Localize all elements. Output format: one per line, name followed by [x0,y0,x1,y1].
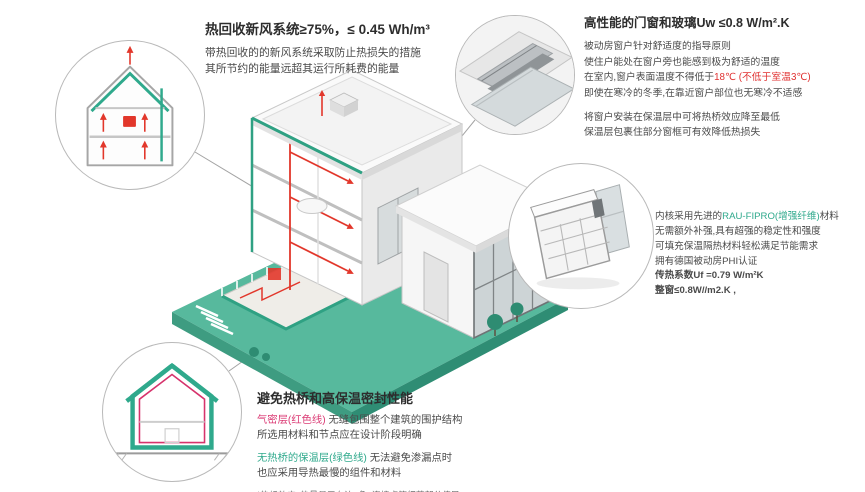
windows-body-line: 在室内,窗户表面温度不得低于18℃ (不低于室温3℃) [584,70,860,86]
thermal-body-line: 气密层(红色线) 无缝包围整个建筑的围护结构 [257,413,569,428]
entry-door [423,251,449,323]
windows-body-line: 被动房窗户针对舒适度的指导原则 [584,41,731,52]
windows-body-line: 使住户能处在窗户旁也能感到极为舒适的温度 [584,56,780,68]
profile-body-line: 无需额外补强,具有超强的稳定性和强度 [655,225,821,237]
windows-paragraph-1: 被动房窗户针对舒适度的指导原则 使住户能处在窗户旁也能感到极为舒适的温度 在室内… [584,39,860,102]
windows-paragraph-2: 将窗户安装在保温层中可将热桥效应降至最低 保温层包裹住部分窗框可有效降低热损失 [584,110,860,141]
ventilation-body-line: 其所节约的能量远超其运行所耗费的能量 [205,63,400,76]
main-house-volume [250,69,464,306]
trees [249,302,524,361]
windows-title: 高性能的门窗和玻璃Uw ≤0.8 W/m².K [584,16,790,30]
temperature-text: 在室内,窗户表面温度不得低于 [584,72,715,84]
airtight-paragraph: 气密层(红色线) 无缝包围整个建筑的围护结构 所选用材料和节点应在设计阶段明确 [257,413,569,444]
frame-profile-illustration [530,184,630,290]
insulation-paragraph: 无热桥的保温层(绿色线) 无法避免渗漏点时 也应采用导热最慢的组件和材料 [257,451,569,482]
window-corner-illustration [456,16,574,134]
profile-body-line: 内核采用先进的RAU-FIPRO(增强纤维)材料 [655,210,863,225]
material-name-highlight: RAU-FIPRO(增强纤维) [722,211,820,222]
thermal-section: 避免热桥和高保温密封性能 气密层(红色线) 无缝包围整个建筑的围护结构 所选用材… [257,388,569,492]
profile-body-line: 拥有德国被动房PHI认证 [655,255,758,267]
u-value-frame-stat: 传热系数Uf =0.79 W/m²K [655,270,764,282]
thermal-text: 无法避免渗漏点时 [366,452,453,464]
ventilation-detail-circle [55,40,205,190]
insulation-cut-line [251,116,363,175]
thermal-body-line: 也应采用导热最慢的组件和材料 [257,468,402,480]
insulation-layer-highlight: 无热桥的保温层(绿色线) [257,452,367,464]
profile-text: 内核采用先进的 [655,211,723,222]
window-corner-detail-circle [455,15,575,135]
thermal-text: 无缝包围整个建筑的围护结构 [325,415,463,426]
heat-recovery-unit [268,268,281,280]
airtight-line [138,373,206,444]
temperature-highlight: 18℃ (不低于室温3℃) [714,72,811,84]
exterior-stairs [195,304,234,336]
bathtub [296,198,328,214]
windows-body-line: 保温层包裹住部分窗框可有效降低热损失 [584,127,761,139]
windows-body-line: 即使在寒冷的冬季,在靠近窗户部位也无寒冷不适感 [584,88,803,100]
thermal-envelope-detail-circle [102,342,242,482]
u-value-window-stat: 整窗≤0.8W//m2.K , [655,285,736,297]
thermal-bridge-footnote: *热桥效应: 热量易于在边, 角, 连接点等细节部分传导 [257,489,569,492]
frame-profile-section: 内核采用先进的RAU-FIPRO(增强纤维)材料 无需额外补强,具有超强的稳定性… [655,210,863,299]
windows-section: 高性能的门窗和玻璃Uw ≤0.8 W/m².K 被动房窗户针对舒适度的指导原则 … [584,12,860,141]
thermal-envelope-illustration [112,362,232,461]
profile-text: 材料 [819,211,839,222]
airflow-arrows [102,51,146,160]
rooftop-unit [318,90,359,117]
insulation-line [130,362,214,450]
profile-body-line: 可填充保温隔热材料轻松满足节能需求 [655,240,819,252]
airtight-layer-highlight: 气密层(红色线) [257,415,326,426]
house-section-ventilation-illustration [86,45,174,167]
thermal-body-line: 无热桥的保温层(绿色线) 无法避免渗漏点时 [257,451,569,466]
glass-wing [394,164,562,340]
frame-profile-detail-circle [508,163,654,309]
thermal-title: 避免热桥和高保温密封性能 [257,391,414,406]
ventilation-body-line: 带热回收的的新风系统采取防止热损失的措施 [205,47,421,59]
ventilation-section: 热回收新风系统≥75%，≤ 0.45 Wh/m³ 带热回收的的新风系统采取防止热… [205,18,467,77]
profile-chambers [540,212,610,271]
ventilation-title: 热回收新风系统≥75%，≤ 0.45 Wh/m³ [205,22,430,37]
windows-body-line: 将窗户安装在保温层中可将热桥效应降至最低 [584,111,780,123]
thermal-body-line: 所选用材料和节点应在设计阶段明确 [257,430,422,442]
